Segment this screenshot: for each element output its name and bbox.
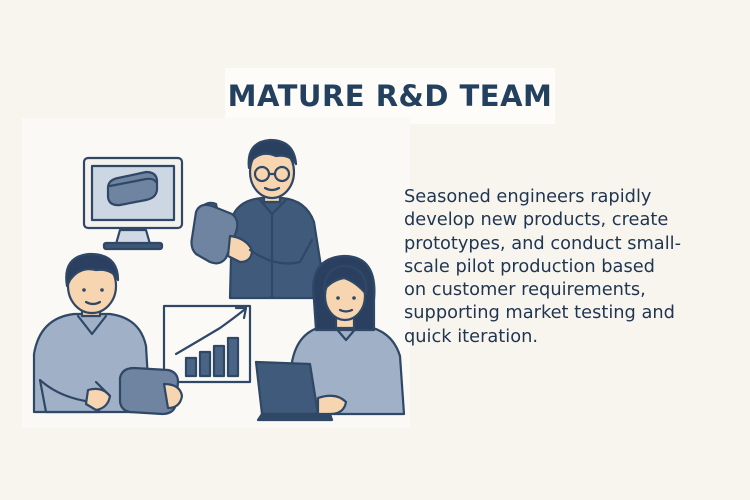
laptop-icon	[254, 360, 334, 422]
page-title: MATURE R&D TEAM	[227, 79, 553, 113]
monitor-icon	[82, 156, 184, 251]
product-block-icon	[190, 203, 239, 265]
title-banner: MATURE R&D TEAM	[225, 68, 555, 124]
seated-engineer	[32, 252, 184, 416]
description-line: quick iteration.	[404, 325, 538, 347]
description-line: scale pilot production based	[404, 255, 655, 277]
seated-engineer-woman	[254, 254, 406, 422]
description-line: prototypes, and conduct small-	[404, 232, 681, 254]
description-line: on customer requirements,	[404, 279, 646, 301]
description-line: Seasoned engineers rapidly	[404, 186, 652, 207]
description-line: develop new products, create	[404, 209, 669, 231]
standing-engineer	[190, 138, 328, 300]
team-description: Seasoned engineers rapidly develop new p…	[404, 185, 744, 348]
product-block-icon	[106, 170, 159, 207]
description-line: supporting market testing and	[404, 302, 675, 324]
growth-chart-icon	[162, 304, 252, 384]
